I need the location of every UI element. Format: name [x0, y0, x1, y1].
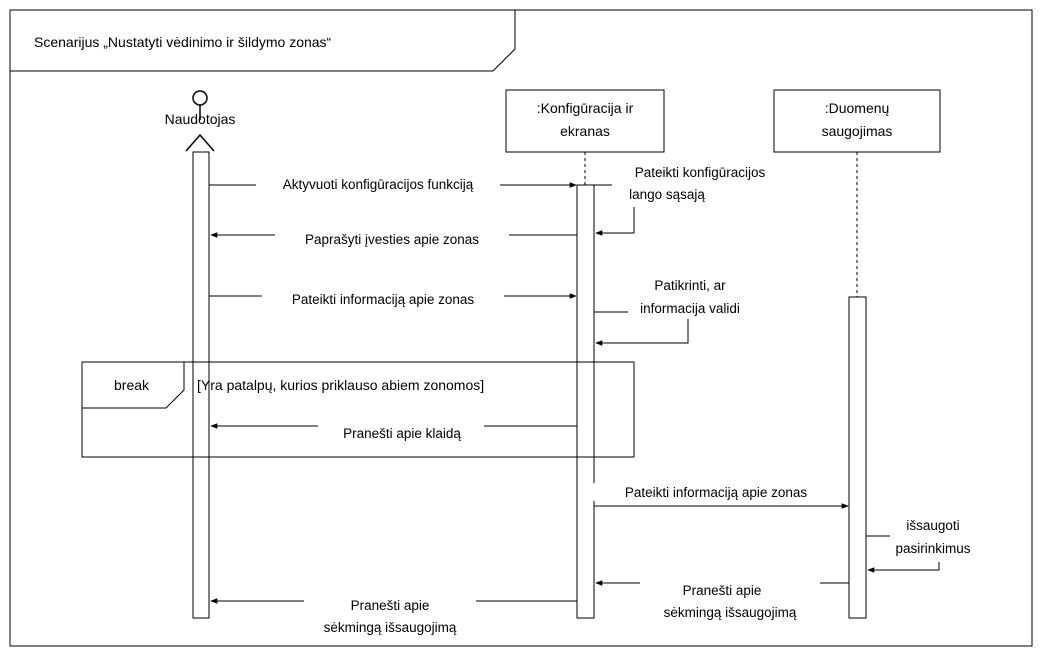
config-label-line2: ekranas [560, 123, 610, 139]
message-report-error: Pranešti apie klaidą [210, 423, 577, 442]
storage-label-line2: saugojimas [822, 123, 893, 139]
message-submit-zone-info: Pateikti informaciją apie zonas [209, 290, 577, 308]
break-operator: break [114, 377, 150, 393]
actor-label: Naudotojas [165, 111, 236, 127]
message-report-save-success-to-user: Pranešti apie sėkmingą išsaugojimą [210, 590, 577, 640]
message-label-line1: Pateikti konfigūracijos [635, 165, 766, 180]
storage-label-line1: :Duomenų [825, 100, 890, 116]
message-label-line1: išsaugoti [906, 518, 959, 533]
config-activation [576, 184, 595, 619]
message-label: Pateikti informaciją apie zonas [292, 292, 475, 307]
config-label-line1: :Konfigūracija ir [537, 100, 634, 116]
message-activate-config: Aktyvuoti konfigūracijos funkciją [209, 175, 577, 193]
break-guard: [Yra patalpų, kurios priklauso abiem zon… [197, 377, 484, 393]
message-label-line1: Pranešti apie [683, 583, 762, 598]
message-label: Paprašyti įvesties apie zonas [305, 232, 479, 247]
message-label-line2: informacija validi [640, 301, 740, 316]
frame-title: Scenarijus „Nustatyti vėdinimo ir šildym… [34, 34, 332, 50]
message-label: Pranešti apie klaidą [343, 426, 461, 441]
message-validate-info: Patikrinti, ar informacija validi [594, 273, 768, 346]
message-report-save-success-to-config: Pranešti apie sėkmingą išsaugojimą [595, 578, 849, 624]
message-label: Aktyvuoti konfigūracijos funkciją [283, 177, 474, 192]
message-label-line2: sėkmingą išsaugojimą [664, 605, 797, 620]
actor-naudotojas: Naudotojas [165, 90, 236, 152]
message-provide-config-ui: Pateikti konfigūracijos lango sąsają [594, 163, 790, 236]
actor-head-icon [192, 90, 208, 106]
message-label-line2: pasirinkimus [895, 541, 970, 556]
frame: Scenarijus „Nustatyti vėdinimo ir šildym… [9, 9, 1033, 647]
storage-activation [848, 296, 867, 619]
actor-activation [192, 151, 210, 619]
message-send-zone-info-to-storage: Pateikti informaciją apie zonas [593, 483, 849, 509]
message-label-line1: Pranešti apie [351, 598, 430, 613]
break-fragment: break [Yra patalpų, kurios priklauso abi… [81, 361, 635, 458]
message-request-zone-input: Paprašyti įvesties apie zonas [210, 230, 577, 248]
lifeline-config-head: :Konfigūracija ir ekranas [505, 89, 665, 153]
lifeline-storage-head: :Duomenų saugojimas [773, 89, 941, 153]
message-save-selections: išsaugoti pasirinkimus [866, 516, 1016, 573]
message-label-line2: lango sąsają [629, 187, 705, 202]
actor-legs-icon [185, 133, 215, 152]
message-label-line2: sėkmingą išsaugojimą [324, 620, 457, 635]
message-label-line1: Patikrinti, ar [654, 278, 726, 293]
message-label: Pateikti informaciją apie zonas [625, 485, 808, 500]
